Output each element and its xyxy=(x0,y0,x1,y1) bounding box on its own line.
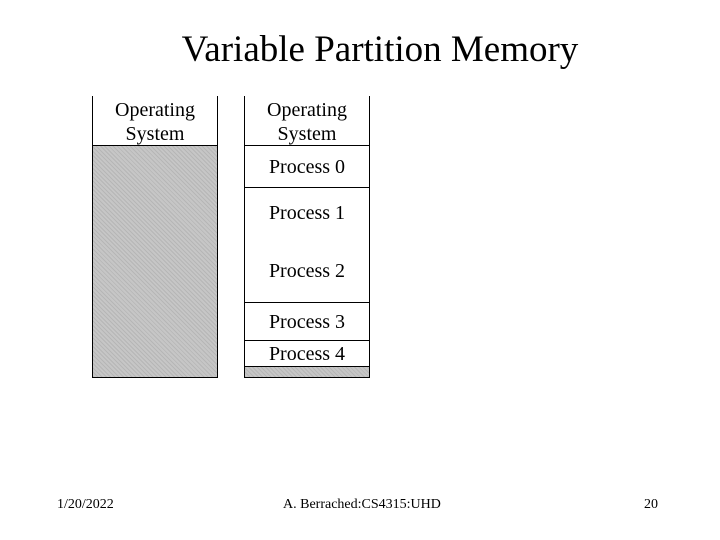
memory-column-before: Operating System xyxy=(92,96,218,378)
footer-page-number: 20 xyxy=(644,497,658,512)
process-4-partition: Process 4 xyxy=(245,341,369,367)
slide-title: Variable Partition Memory xyxy=(181,29,579,70)
process-2-partition: Process 2 xyxy=(245,244,369,303)
footer-author-course: A. Berrached:CS4315:UHD xyxy=(283,497,441,512)
free-memory-block-right xyxy=(245,367,369,377)
footer-date: 1/20/2022 xyxy=(57,497,114,512)
free-memory-block-left xyxy=(93,146,217,377)
process-1-partition: Process 1 xyxy=(268,202,346,224)
process-3-partition: Process 3 xyxy=(245,303,369,341)
os-partition-left: Operating System xyxy=(93,96,217,146)
os-partition-right: Operating System xyxy=(245,96,369,146)
memory-column-after: Operating System Process 0 Process 1 Pro… xyxy=(244,96,370,378)
process-0-partition: Process 0 xyxy=(245,146,369,188)
